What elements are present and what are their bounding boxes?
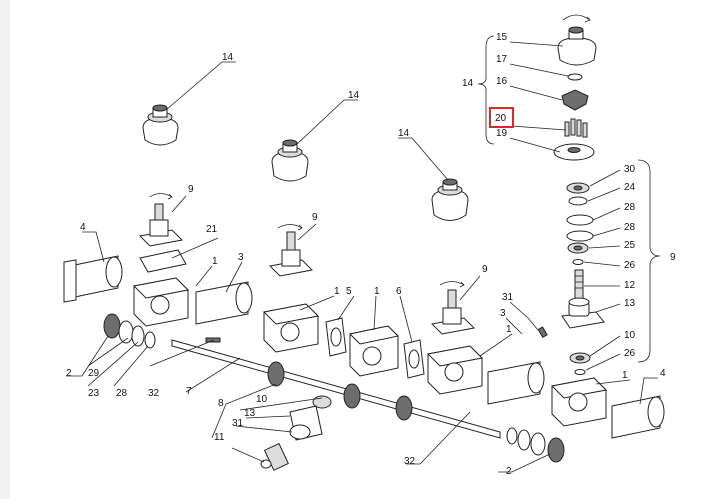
- label-4: 4: [660, 368, 666, 379]
- label-31: 31: [232, 418, 244, 429]
- label-24: 24: [624, 182, 636, 193]
- gearbox-1-d: [426, 345, 484, 395]
- label-28: 28: [624, 202, 636, 213]
- detail-cap-15: [557, 14, 597, 66]
- label-14: 14: [348, 90, 360, 101]
- label-19: 19: [496, 128, 508, 139]
- label-30: 30: [624, 164, 636, 175]
- label-3: 3: [238, 252, 244, 263]
- detail-spider-16: [561, 89, 589, 111]
- gearbox-1-e: [550, 377, 608, 427]
- stack-part-26-lower: [574, 369, 586, 375]
- label-1: 1: [334, 286, 340, 297]
- gear-cluster-right: [506, 427, 565, 463]
- gearbox-1-a: [132, 277, 190, 327]
- label-10: 10: [624, 330, 636, 341]
- gear-cluster-left: [103, 313, 156, 349]
- label-25: 25: [624, 240, 636, 251]
- gasket-21: [139, 249, 187, 273]
- label-14: 14: [398, 128, 410, 139]
- cap-part-14-left: [142, 104, 179, 146]
- label-16: 16: [496, 76, 508, 87]
- part-labels: 14 14 14 14 15 17 16 20 19 30 24 28 28 2…: [66, 32, 676, 477]
- label-32: 32: [148, 388, 160, 399]
- label-9: 9: [482, 264, 488, 275]
- flange-6: [403, 339, 425, 379]
- label-5: 5: [346, 286, 352, 297]
- left-edge-strip: [0, 0, 10, 499]
- label-13: 13: [244, 408, 256, 419]
- label-12: 12: [624, 280, 636, 291]
- main-shaft-7: [171, 339, 501, 439]
- tube-4-left: [63, 255, 123, 303]
- label-28: 28: [116, 388, 128, 399]
- stack-part-28-lower: [566, 230, 594, 242]
- gear-cluster-shaft: [267, 361, 413, 421]
- lower-input-unit-8: [260, 395, 332, 471]
- label-14: 14: [222, 52, 234, 63]
- label-17: 17: [496, 54, 508, 65]
- label-20: 20: [495, 113, 507, 124]
- label-32: 32: [404, 456, 416, 467]
- label-2: 2: [66, 368, 72, 379]
- stack-shaft-12: [574, 269, 584, 301]
- cap-part-14-right: [431, 178, 469, 221]
- tube-3-left: [195, 281, 253, 325]
- label-1: 1: [374, 286, 380, 297]
- cap-part-14-middle: [271, 139, 309, 182]
- label-4: 4: [80, 222, 86, 233]
- label-1: 1: [506, 324, 512, 335]
- label-13: 13: [624, 298, 636, 309]
- label-23: 23: [88, 388, 100, 399]
- detail-ring-17: [567, 73, 583, 81]
- input-unit-9-right: [430, 281, 476, 335]
- stack-part-25: [567, 242, 589, 254]
- input-unit-9-middle: [268, 224, 314, 277]
- tube-4-right: [611, 395, 665, 439]
- stack-part-26-upper: [572, 259, 584, 265]
- label-1: 1: [212, 256, 218, 267]
- label-14: 14: [462, 78, 474, 89]
- label-26: 26: [624, 260, 636, 271]
- input-unit-9-left: [138, 193, 184, 247]
- stack-part-10: [569, 352, 591, 364]
- detail-base-19: [553, 143, 595, 161]
- label-29: 29: [88, 368, 100, 379]
- label-9: 9: [312, 212, 318, 223]
- stack-part-24: [568, 196, 588, 206]
- highlight-box-part-20: [489, 107, 514, 128]
- label-31: 31: [502, 292, 514, 303]
- label-21: 21: [206, 224, 218, 235]
- label-2: 2: [506, 466, 512, 477]
- label-7: 7: [186, 386, 192, 397]
- label-11: 11: [214, 432, 225, 443]
- label-3: 3: [500, 308, 506, 319]
- gearbox-1-c: [348, 325, 400, 377]
- stack-part-30: [566, 182, 590, 194]
- flange-5: [325, 317, 347, 357]
- stack-flange-13: [561, 297, 605, 329]
- stack-part-28-upper: [566, 214, 594, 226]
- label-1: 1: [622, 370, 628, 381]
- label-9: 9: [188, 184, 194, 195]
- key-31-right: [537, 326, 548, 339]
- label-15: 15: [496, 32, 508, 43]
- label-10: 10: [256, 394, 268, 405]
- label-28: 28: [624, 222, 636, 233]
- detail-fingers-20: [564, 118, 588, 138]
- label-9: 9: [670, 252, 676, 263]
- leader-lines: [66, 35, 661, 473]
- label-8: 8: [218, 398, 224, 409]
- tube-3-right: [487, 361, 545, 405]
- gearbox-1-b: [262, 303, 320, 353]
- label-26: 26: [624, 348, 636, 359]
- label-6: 6: [396, 286, 402, 297]
